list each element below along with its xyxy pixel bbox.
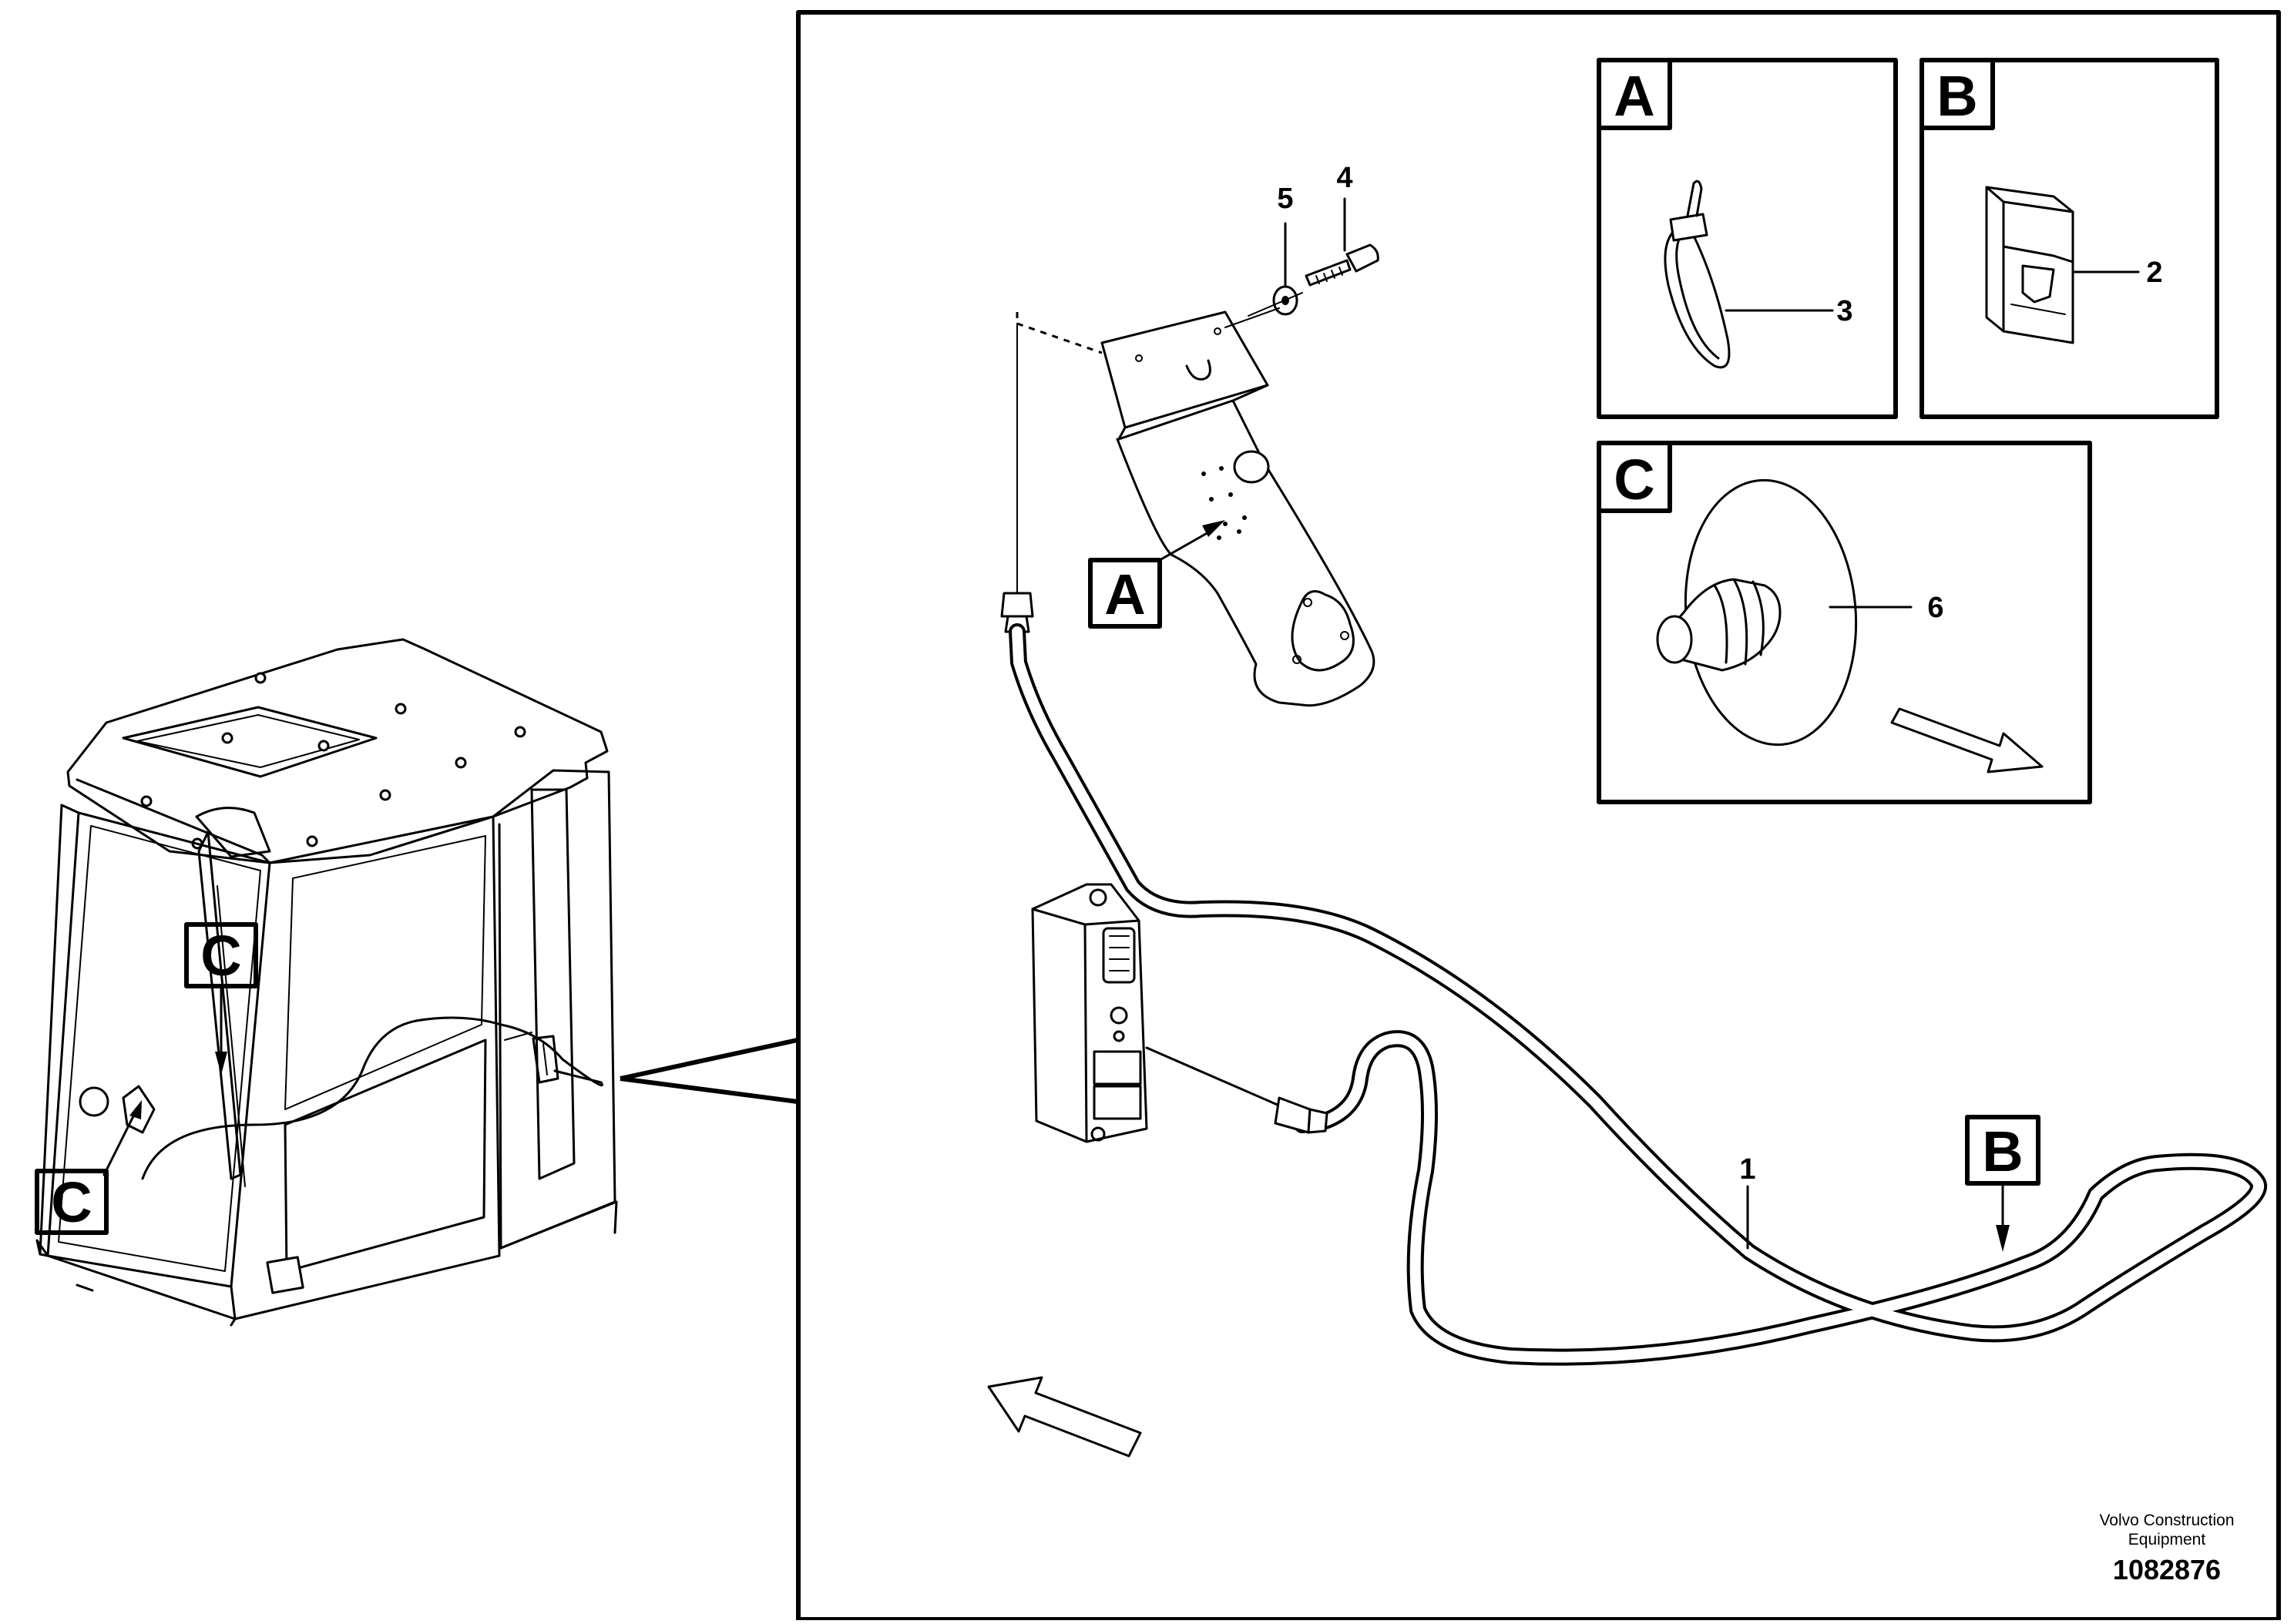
brand-line-1: Volvo Construction bbox=[2099, 1512, 2234, 1529]
item-number-4: 4 bbox=[1336, 162, 1352, 194]
detail-box-a-label: A bbox=[1614, 64, 1654, 128]
cable-tie-icon bbox=[1664, 180, 1731, 369]
grommet-icon bbox=[1656, 478, 1858, 747]
item-number-5: 5 bbox=[1277, 183, 1293, 215]
forward-direction-arrow-icon bbox=[987, 1376, 1142, 1458]
item-number-2: 2 bbox=[2146, 257, 2162, 289]
screw-icon bbox=[1305, 243, 1379, 287]
callout-c-cab-lower-label: C bbox=[51, 1170, 92, 1234]
callout-b-main-label: B bbox=[1982, 1119, 2023, 1183]
item-number-3: 3 bbox=[1836, 295, 1852, 327]
callout-a-main-label: A bbox=[1104, 562, 1145, 626]
callout-a-main: A bbox=[1088, 520, 1225, 629]
callout-c-cab-upper-label: C bbox=[200, 924, 241, 988]
brand-line-2: Equipment bbox=[2128, 1531, 2206, 1549]
clip-icon bbox=[1985, 186, 2074, 344]
cable-harness bbox=[1009, 623, 2268, 1366]
document-number: 1082876 bbox=[2113, 1554, 2221, 1585]
projection-line bbox=[1016, 312, 1103, 354]
cab-overview bbox=[35, 638, 618, 1327]
detail-box-a: A 3 bbox=[1597, 58, 1898, 419]
roof-bolts bbox=[140, 672, 526, 850]
detail-frame bbox=[796, 10, 2281, 1622]
control-unit bbox=[1031, 883, 1148, 1143]
callout-b-main: B bbox=[1965, 1115, 2040, 1252]
callout-c-cab-lower: C bbox=[35, 1100, 142, 1235]
footer: Volvo Construction Equipment 1082876 bbox=[2099, 1512, 2234, 1585]
direction-arrow-icon bbox=[1890, 707, 2044, 773]
item-number-6: 6 bbox=[1927, 592, 1943, 624]
detail-box-c-label: C bbox=[1614, 448, 1654, 512]
detail-box-b: B 2 bbox=[1920, 58, 2219, 419]
mounting-bracket bbox=[1100, 310, 1375, 707]
detail-box-c: C 6 bbox=[1597, 441, 2092, 804]
item-number-1: 1 bbox=[1739, 1153, 1755, 1186]
callout-c-cab-upper: C bbox=[184, 922, 258, 1075]
bracket-holes bbox=[1201, 466, 1247, 540]
zoom-wedge bbox=[620, 1038, 798, 1104]
detail-box-b-label: B bbox=[1936, 64, 1977, 128]
